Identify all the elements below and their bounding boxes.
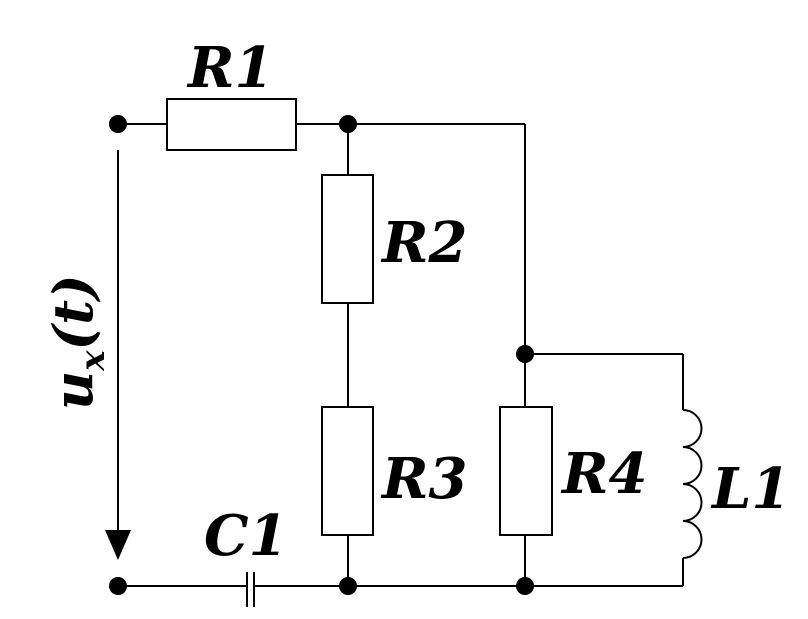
label-c1: C1 <box>204 503 288 569</box>
label-r4: R4 <box>560 441 648 507</box>
junction-top-r2 <box>339 115 357 133</box>
voltage-arrow-head <box>105 530 131 560</box>
label-l1: L1 <box>710 456 790 522</box>
label-voltage-sub: x <box>73 350 113 372</box>
junction-bottom-r3 <box>339 577 357 595</box>
resistor-r3 <box>321 406 374 536</box>
label-r2: R2 <box>380 210 468 276</box>
label-voltage-arg: (t) <box>41 274 105 350</box>
label-r1: R1 <box>186 35 274 101</box>
svg-text:ux(t): ux(t) <box>41 274 113 410</box>
junction-r4-l1-top <box>516 345 534 363</box>
label-voltage: ux(t) <box>41 274 113 410</box>
resistor-r2 <box>321 174 374 304</box>
junction-bottom-r4 <box>516 577 534 595</box>
terminal-bottom <box>109 577 127 595</box>
label-voltage-main: u <box>41 371 105 410</box>
terminal-top <box>109 115 127 133</box>
resistor-r1 <box>166 98 297 151</box>
resistor-r4 <box>499 406 553 536</box>
label-r3: R3 <box>380 446 468 512</box>
inductor-l1 <box>682 409 703 559</box>
capacitor-c1 <box>246 572 255 607</box>
